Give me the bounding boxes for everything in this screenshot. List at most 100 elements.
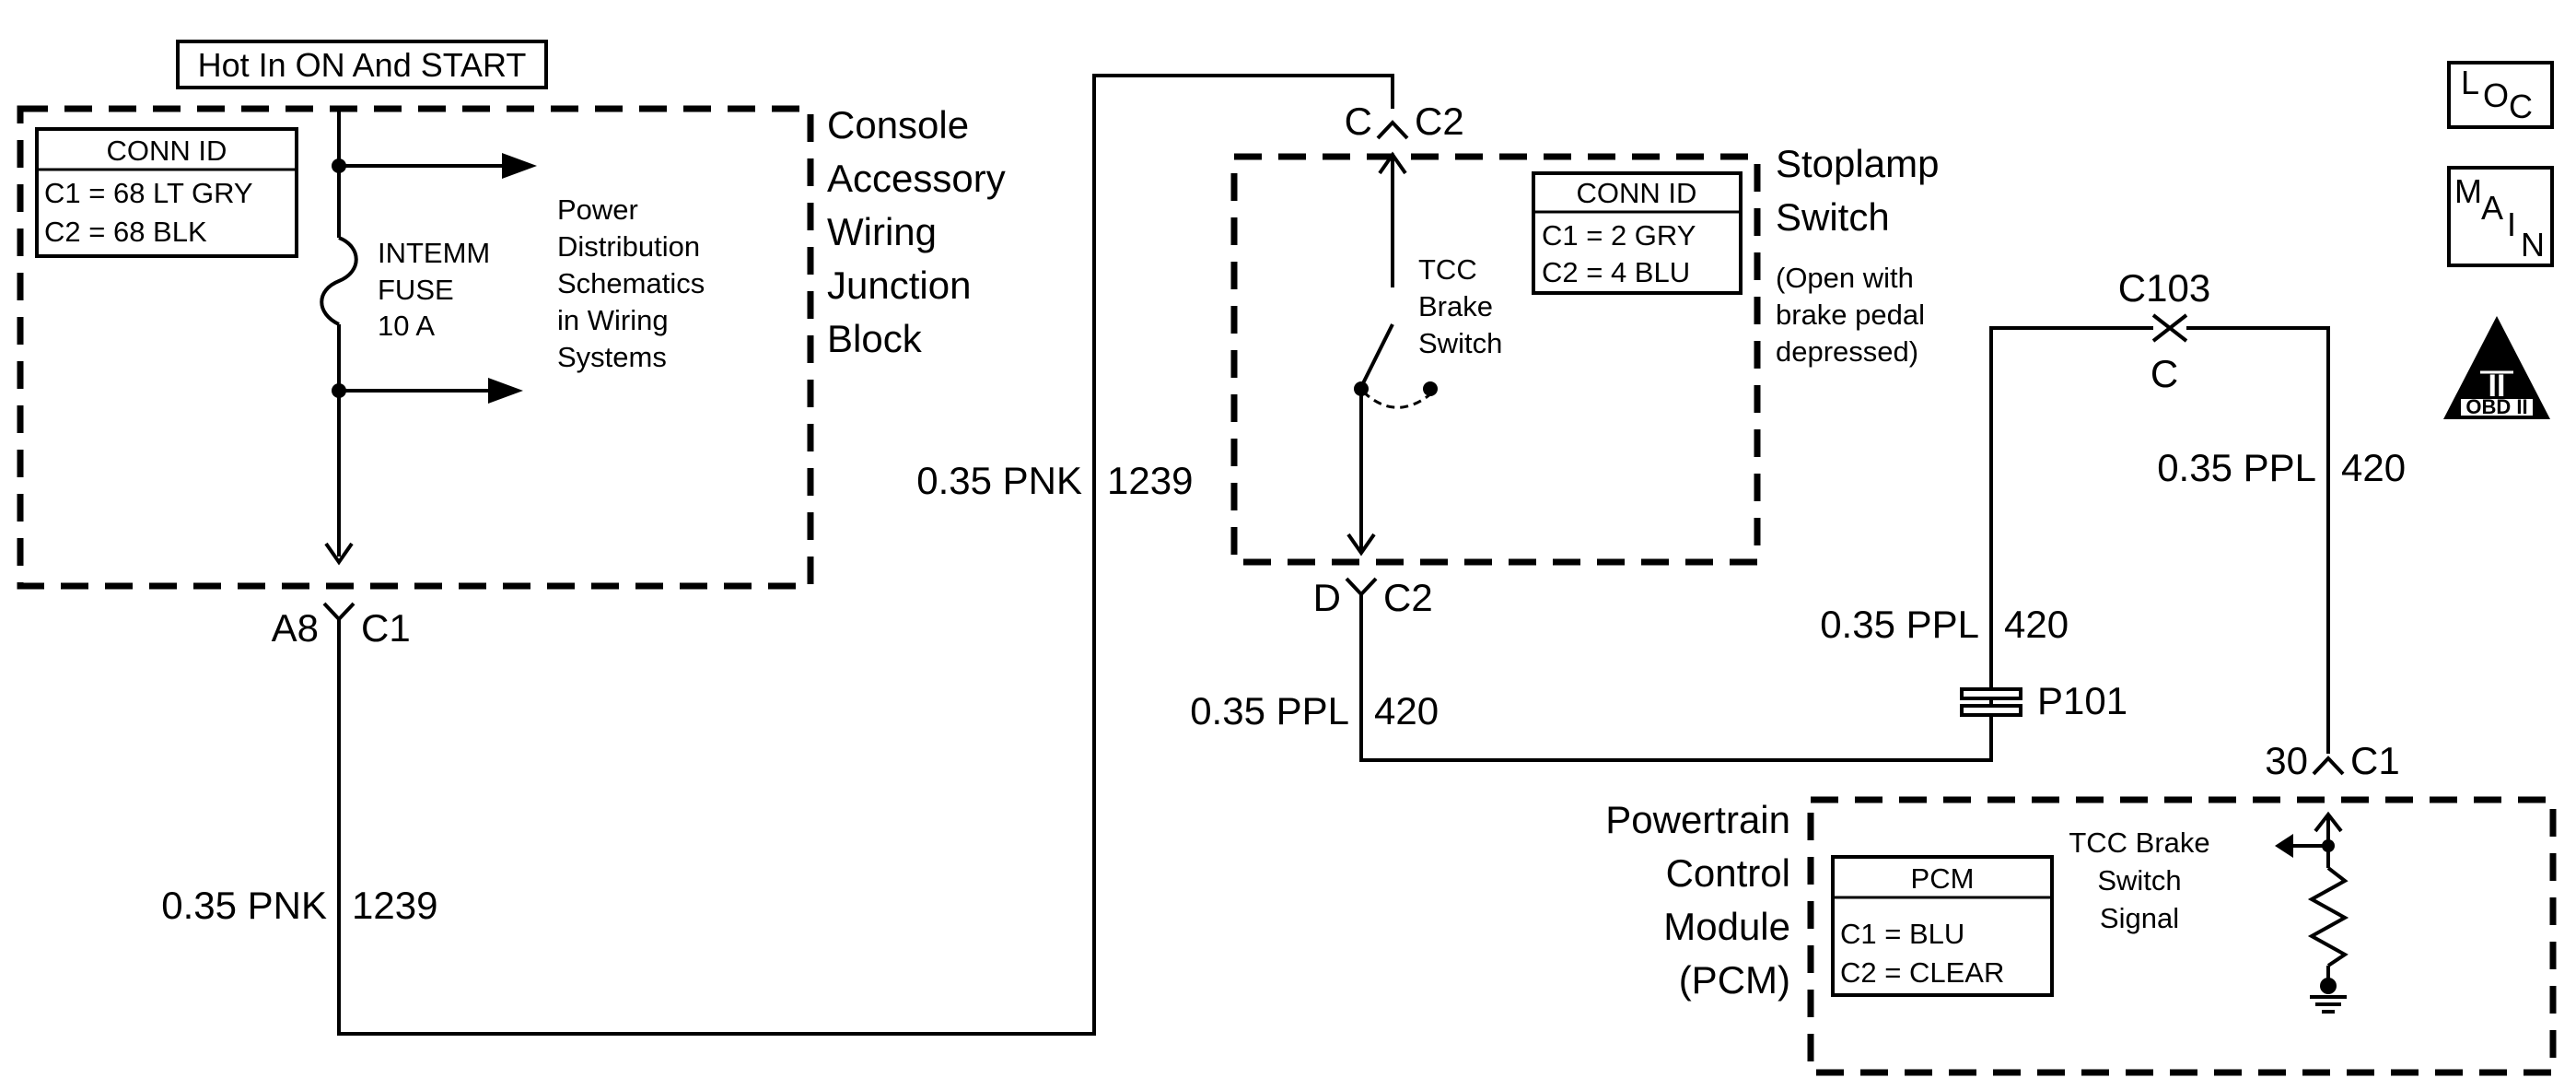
wire-label-pnk-lower: 0.35 PNK 1239 — [161, 884, 437, 927]
svg-text:0.35 PPL: 0.35 PPL — [1820, 603, 1979, 646]
arrow-right-icon — [488, 378, 523, 404]
svg-text:TCC: TCC — [1418, 253, 1477, 286]
pcm-outline — [1807, 796, 2557, 1076]
svg-text:C103: C103 — [2118, 266, 2210, 310]
arrow-left-icon — [2275, 834, 2293, 858]
console-internal-bus — [320, 109, 537, 566]
svg-text:in Wiring: in Wiring — [557, 304, 669, 336]
svg-text:C1: C1 — [361, 606, 411, 650]
wire-label-ppl-right: 0.35 PPL 420 — [2157, 446, 2406, 489]
connector-c103: C103 C — [2118, 266, 2210, 395]
svg-text:Control: Control — [1666, 851, 1790, 895]
svg-text:Schematics: Schematics — [557, 267, 705, 299]
console-conn-id-table: CONN ID C1 = 68 LT GRY C2 = 68 BLK — [35, 127, 298, 258]
svg-text:Power: Power — [557, 193, 638, 226]
svg-text:Block: Block — [827, 317, 923, 360]
svg-text:Accessory: Accessory — [827, 157, 1006, 200]
svg-text:1239: 1239 — [352, 884, 437, 927]
wire-label-ppl-stoplamp: 0.35 PPL 420 — [1190, 689, 1439, 733]
svg-text:A: A — [2481, 189, 2503, 227]
pcm-name: Powertrain Control Module (PCM) — [1605, 798, 1790, 1002]
tcc-brake-switch-label: TCC Brake Switch — [1418, 253, 1502, 359]
svg-text:Module: Module — [1663, 905, 1790, 948]
svg-text:420: 420 — [2004, 603, 2069, 646]
svg-text:30: 30 — [2265, 739, 2308, 782]
resistor-symbol — [2307, 866, 2349, 967]
pcm-signal-label: TCC Brake Switch Signal — [2069, 826, 2209, 934]
svg-text:OBD II: OBD II — [2465, 395, 2527, 418]
stoplamp-conn-id-table: CONN ID C1 = 2 GRY C2 = 4 BLU — [1532, 171, 1743, 295]
fuse-label: INTEMM FUSE 10 A — [378, 237, 490, 342]
console-block-outline — [17, 105, 814, 590]
connector-c-c2-top: C C2 — [1345, 100, 1464, 143]
pcm-signal-circuit — [2275, 811, 2349, 1014]
svg-text:C2 = 4 BLU: C2 = 4 BLU — [1542, 256, 1690, 288]
tcc-brake-switch — [1346, 151, 1438, 557]
svg-text:Switch: Switch — [1776, 195, 1890, 239]
svg-text:(Open with: (Open with — [1776, 262, 1914, 294]
loc-button[interactable]: L O C — [2447, 61, 2554, 129]
svg-text:Junction: Junction — [827, 264, 971, 307]
connector-a8-c1: A8 C1 — [272, 602, 411, 650]
svg-text:brake pedal: brake pedal — [1776, 299, 1925, 331]
console-block-name: Console Accessory Wiring Junction Block — [827, 103, 1006, 360]
wire-420-ppl — [1359, 326, 2153, 762]
svg-text:INTEMM: INTEMM — [378, 237, 490, 269]
svg-text:420: 420 — [2341, 446, 2406, 489]
svg-text:CONN ID: CONN ID — [1577, 177, 1697, 209]
hot-in-label: Hot In ON And START — [176, 40, 548, 89]
svg-text:0.35 PPL: 0.35 PPL — [2157, 446, 2316, 489]
fuse-symbol — [320, 236, 358, 326]
svg-text:10 A: 10 A — [378, 310, 435, 342]
svg-text:I: I — [2507, 205, 2516, 243]
svg-text:depressed): depressed) — [1776, 335, 1918, 368]
pcm-conn-id-table: PCM C1 = BLU C2 = CLEAR — [1831, 855, 2054, 997]
svg-text:Brake: Brake — [1418, 290, 1493, 322]
svg-text:C1 = 2 GRY: C1 = 2 GRY — [1542, 219, 1696, 252]
svg-text:420: 420 — [1374, 689, 1439, 733]
svg-text:Stoplamp: Stoplamp — [1776, 142, 1939, 185]
svg-text:N: N — [2521, 226, 2545, 264]
svg-text:C1: C1 — [2350, 739, 2400, 782]
svg-text:L: L — [2461, 64, 2479, 101]
svg-text:0.35 PNK: 0.35 PNK — [916, 459, 1082, 502]
connector-30-c1: 30 C1 — [2265, 739, 2399, 782]
svg-text:Switch: Switch — [1418, 327, 1502, 359]
svg-text:C: C — [2509, 88, 2533, 125]
console-conn-c2: C2 = 68 BLK — [44, 216, 207, 248]
svg-text:Switch: Switch — [2097, 864, 2181, 897]
svg-text:1239: 1239 — [1107, 459, 1193, 502]
stoplamp-name: Stoplamp Switch — [1776, 142, 1939, 239]
wire-1239-pnk — [337, 74, 1394, 1036]
svg-text:M: M — [2454, 172, 2482, 210]
stoplamp-note: (Open with brake pedal depressed) — [1776, 262, 1925, 368]
hot-in-text: Hot In ON And START — [198, 46, 527, 84]
splice-p101: P101 — [1960, 679, 2127, 722]
svg-text:P101: P101 — [2037, 679, 2127, 722]
console-conn-title: CONN ID — [107, 135, 227, 167]
svg-text:II: II — [2489, 369, 2506, 404]
svg-text:TCC Brake: TCC Brake — [2069, 826, 2209, 859]
svg-text:D: D — [1313, 576, 1341, 619]
svg-text:0.35 PPL: 0.35 PPL — [1190, 689, 1349, 733]
obd-ii-icon: II OBD II — [2443, 316, 2550, 419]
wire-label-pnk-upper: 0.35 PNK 1239 — [916, 459, 1193, 502]
svg-text:O: O — [2483, 76, 2509, 114]
svg-text:C2: C2 — [1383, 576, 1433, 619]
svg-text:Distribution: Distribution — [557, 230, 700, 263]
svg-text:C2 = CLEAR: C2 = CLEAR — [1840, 956, 2004, 989]
svg-text:A8: A8 — [272, 606, 319, 650]
console-conn-c1: C1 = 68 LT GRY — [44, 177, 253, 209]
power-distribution-ref: Power Distribution Schematics in Wiring … — [557, 193, 705, 373]
svg-text:PCM: PCM — [1911, 862, 1975, 895]
svg-text:0.35 PNK: 0.35 PNK — [161, 884, 327, 927]
arrow-right-icon — [502, 153, 537, 179]
connector-d-c2-bottom: D C2 — [1313, 576, 1433, 619]
svg-text:Powertrain: Powertrain — [1605, 798, 1790, 841]
svg-text:Console: Console — [827, 103, 969, 147]
svg-text:(PCM): (PCM) — [1679, 958, 1790, 1002]
svg-text:C1 = BLU: C1 = BLU — [1840, 918, 1964, 950]
wire-label-ppl-mid: 0.35 PPL 420 — [1820, 603, 2069, 646]
main-button[interactable]: M A I N — [2447, 166, 2554, 267]
